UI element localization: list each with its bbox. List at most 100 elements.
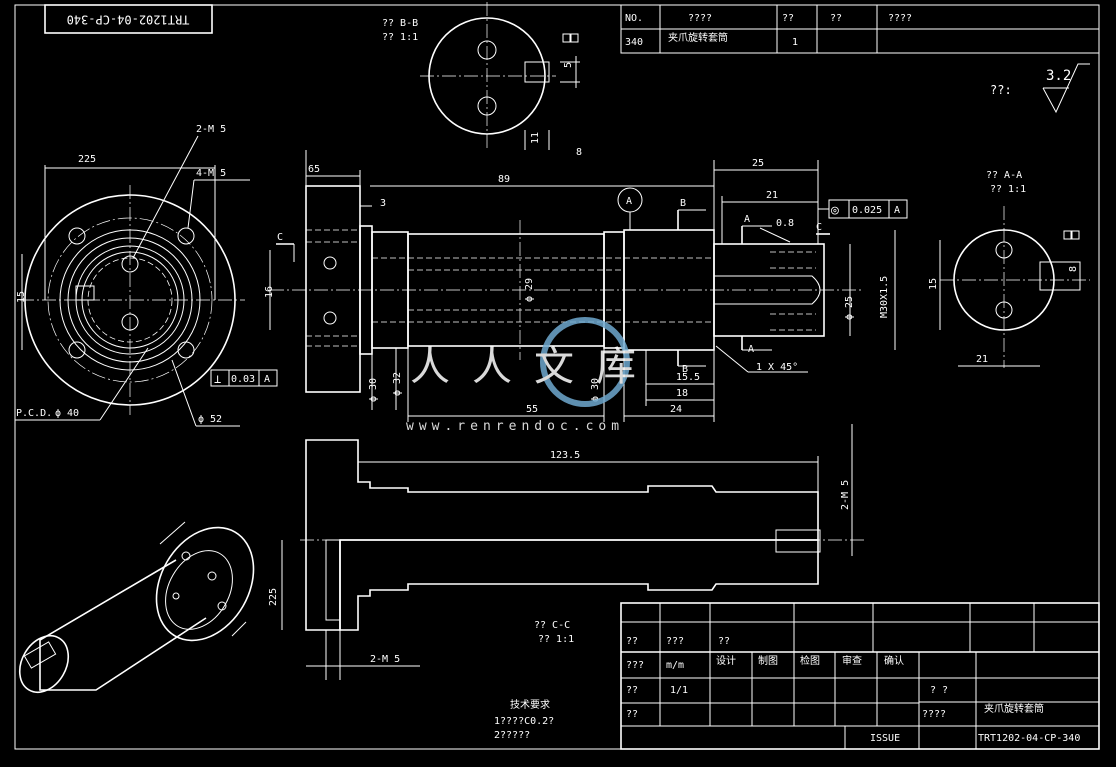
isometric-view — [18, 521, 255, 694]
tb-r1-c2: ??? — [666, 636, 684, 647]
chamfer-label: 1 X 45° — [756, 362, 798, 373]
notes-title: 技术要求 — [510, 698, 550, 711]
conc-symbol: ◎ — [831, 203, 839, 218]
section-aa-dim-21: 21 — [976, 354, 988, 365]
watermark-cn: 人人文库 — [410, 344, 658, 390]
perp-value: 0.03 — [231, 374, 255, 385]
parts-header-qty: ?? — [782, 13, 794, 24]
conc-value: 0.025 — [852, 205, 882, 216]
drawing-number-text: TRT1202-04-CP-340 — [67, 13, 190, 27]
section-cc-title: ?? C-C — [534, 620, 570, 631]
mark-a-bottom: A — [748, 344, 754, 355]
front-dim-dia-30b: ϕ 30 — [590, 378, 601, 402]
section-cc-dim-123-5: 123.5 — [550, 450, 580, 461]
tb-r3-c1: ?? — [626, 685, 638, 696]
section-cc-dim-225: 225 — [268, 588, 279, 606]
section-cc-dim-2m5-right: 2-M 5 — [840, 480, 851, 510]
front-dim-dia-32: ϕ 32 — [392, 372, 403, 396]
front-dim-dia-29: ϕ 29 — [524, 278, 535, 302]
parts-header-remark: ???? — [888, 13, 912, 24]
parts-row-no: 340 — [625, 37, 643, 48]
front-dim-dia-30a: ϕ 30 — [368, 378, 379, 402]
section-cc-scale: ?? 1:1 — [538, 634, 574, 645]
tb-r2-c2: m/m — [666, 660, 684, 671]
tb-r4-c1: ?? — [626, 709, 638, 720]
mark-c-right: C — [816, 222, 822, 233]
front-dim-65: 65 — [308, 164, 320, 175]
section-aa-dim-15: 15 — [928, 278, 939, 290]
front-dim-16: 16 — [264, 286, 275, 298]
section-aa-view: ?? A-A ?? 1:1 15 21 8 — [928, 170, 1090, 368]
watermark-url: www.renrendoc.com — [406, 419, 624, 434]
parts-list: NO. ???? ?? ?? ???? 340 夹爪旋转套筒 1 — [620, 4, 1100, 54]
section-cc-view: 123.5 2-M 5 225 2-M 5 ?? C-C ?? 1:1 — [268, 424, 866, 680]
pcd-value: ϕ 40 — [55, 408, 79, 419]
perp-datum: A — [264, 374, 270, 385]
flange-dim-4m5: 4-M 5 — [196, 168, 226, 179]
tb-r1-c3: ?? — [718, 636, 730, 647]
flange-dia-52: ϕ 52 — [198, 414, 222, 425]
technical-notes: 技术要求 1????C0.2? 2????? — [494, 698, 554, 741]
parts-header-no: NO. — [625, 13, 643, 24]
conc-datum: A — [894, 205, 900, 216]
front-dim-m30: M30X1.5 — [879, 276, 890, 318]
section-aa-dim-8: 8 — [1068, 266, 1079, 272]
flange-dim-15: 15 — [16, 291, 27, 303]
tb-drawing-no: TRT1202-04-CP-340 — [978, 733, 1080, 744]
tb-r2-design: 设计 — [716, 654, 736, 667]
tb-r2-draw: 制图 — [758, 654, 778, 667]
tb-r4-mid: ???? — [922, 709, 946, 720]
tb-r2-review: 审查 — [842, 654, 862, 667]
front-dim-0-8: 0.8 — [776, 218, 794, 229]
section-bb-dim-5: 5 — [563, 62, 574, 68]
pcd-label: P.C.D. — [16, 408, 52, 419]
parts-header-name: ???? — [688, 13, 712, 24]
tb-r3-scale: 1/1 — [670, 685, 688, 696]
tb-r3-right: ? ? — [930, 685, 948, 696]
watermark: 人人文库 www.renrendoc.com — [406, 317, 658, 434]
flange-dim-2m5: 2-M 5 — [196, 124, 226, 135]
mark-a-top: A — [744, 214, 750, 225]
datum-a-label: A — [626, 196, 632, 207]
roughness-value: 3.2 — [1046, 68, 1071, 84]
front-dim-25: 25 — [752, 158, 764, 169]
section-aa-title: ?? A-A — [986, 170, 1022, 181]
roughness-prefix: ??: — [990, 83, 1012, 97]
flange-end-view: 225 2-M 5 4-M 5 15 ⊥ 0.03 A P.C.D. ϕ 40 … — [15, 124, 278, 427]
parts-row-qty: 1 — [792, 37, 798, 48]
section-bb-scale: ?? 1:1 — [382, 32, 418, 43]
notes-line-2: 2????? — [494, 730, 530, 741]
watermark-logo-ring — [540, 317, 630, 407]
tb-issue: ISSUE — [870, 733, 900, 744]
front-dim-24: 24 — [670, 404, 682, 415]
tb-r2-c1: ??? — [626, 660, 644, 671]
section-bb-dim-11: 11 — [530, 132, 541, 144]
section-aa-scale: ?? 1:1 — [990, 184, 1026, 195]
parts-row-name: 夹爪旋转套筒 — [668, 31, 728, 44]
section-bb-title: ?? B-B — [382, 18, 418, 29]
drawing-border — [14, 4, 1100, 750]
tb-r2-confirm: 确认 — [884, 654, 904, 667]
front-dim-3: 3 — [380, 198, 386, 209]
perp-symbol: ⊥ — [214, 372, 221, 386]
front-dim-15-5: 15.5 — [676, 372, 700, 383]
front-dim-89: 89 — [498, 174, 510, 185]
title-block: ?? ??? ?? ??? m/m 设计 制图 检图 审查 确认 ?? 1/1 … — [620, 602, 1100, 750]
tb-part-name: 夹爪旋转套筒 — [984, 702, 1044, 715]
notes-line-1: 1????C0.2? — [494, 716, 554, 727]
tb-r1-c1: ?? — [626, 636, 638, 647]
front-dim-dia-25: ϕ 25 — [844, 296, 855, 320]
mark-b-bottom: B — [682, 364, 688, 375]
section-cc-dim-2m5-bottom: 2-M 5 — [370, 654, 400, 665]
front-view: 65 89 25 21 3 A ◎ 0.025 A B A C C — [264, 150, 908, 422]
section-bb-view: ?? B-B ?? 1:1 5 11 8 — [382, 2, 582, 158]
front-dim-55: 55 — [526, 404, 538, 415]
parts-header-material: ?? — [830, 13, 842, 24]
front-dim-21: 21 — [766, 190, 778, 201]
section-bb-dim-8: 8 — [576, 147, 582, 158]
mark-c-left: C — [277, 232, 283, 243]
drawing-number-box: TRT1202-04-CP-340 — [44, 4, 213, 34]
flange-dim-225: 225 — [78, 154, 96, 165]
mark-b-top: B — [680, 198, 686, 209]
